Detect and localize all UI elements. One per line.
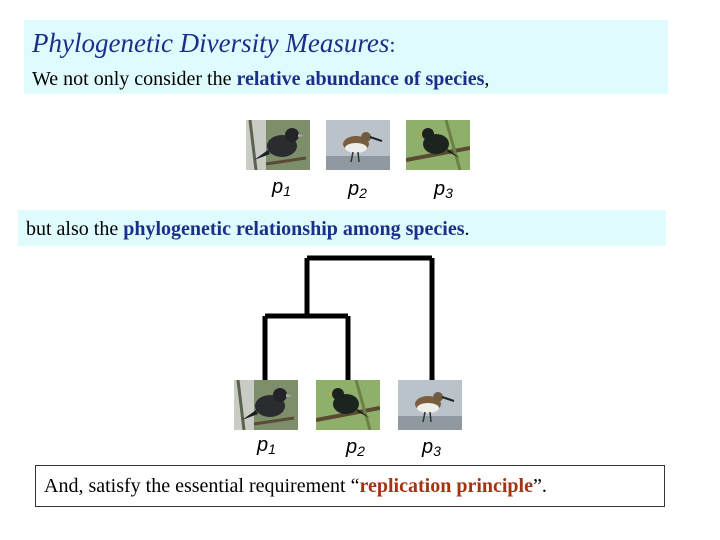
dark-bird-icon — [234, 380, 298, 430]
label-top-p3: p3 — [434, 178, 453, 201]
label-bottom-p2: p2 — [346, 436, 365, 459]
label-bottom-p3: p3 — [422, 436, 441, 459]
starling-icon — [406, 120, 470, 170]
relationship-suffix: . — [464, 218, 470, 240]
replication-box: And, satisfy the essential requirement “… — [35, 465, 665, 507]
title-box: Phylogenetic Diversity Measures: We not … — [24, 20, 668, 94]
label-top-p2: p2 — [348, 178, 367, 201]
replication-statement: And, satisfy the essential requirement “… — [44, 475, 547, 498]
replication-prefix: And, satisfy the essential requirement “ — [44, 475, 360, 497]
starling-icon — [316, 380, 380, 430]
replication-highlight: replication principle — [359, 475, 533, 497]
dark-bird-icon — [246, 120, 310, 170]
title-text: Phylogenetic Diversity Measures — [32, 28, 390, 58]
replication-suffix: ”. — [532, 475, 547, 497]
label-bottom-p1: p1 — [257, 434, 276, 457]
abundance-statement: We not only consider the relative abunda… — [32, 68, 489, 91]
sandpiper-icon — [398, 380, 462, 430]
relationship-highlight: phylogenetic relationship among species — [123, 218, 465, 240]
relationship-prefix: but also the — [26, 218, 124, 240]
abundance-prefix: We not only consider the — [32, 68, 237, 90]
abundance-highlight: relative abundance of species — [236, 68, 485, 90]
relationship-box: but also the phylogenetic relationship a… — [18, 210, 666, 246]
abundance-suffix: , — [484, 68, 490, 90]
sandpiper-icon — [326, 120, 390, 170]
slide-title: Phylogenetic Diversity Measures: — [32, 28, 396, 59]
label-top-p1: p1 — [272, 176, 291, 199]
relationship-statement: but also the phylogenetic relationship a… — [26, 218, 470, 241]
title-colon: : — [389, 32, 396, 57]
